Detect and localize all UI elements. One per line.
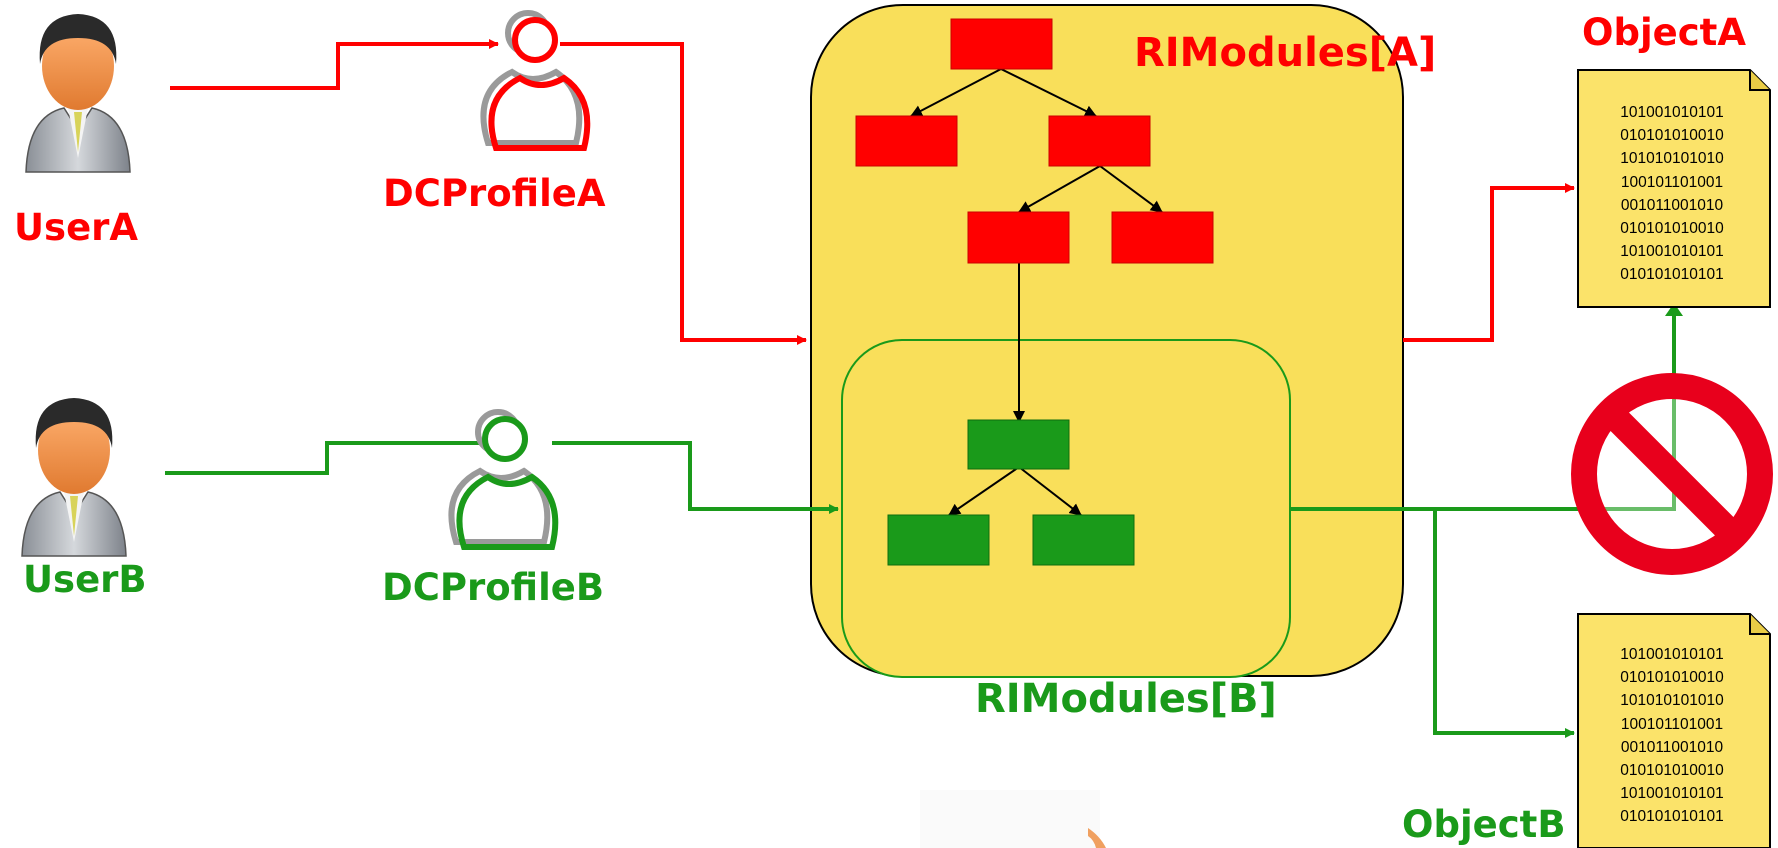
binary-line: 010101010010 xyxy=(1620,220,1724,238)
object-a-label: ObjectA xyxy=(1582,11,1746,54)
user-icon xyxy=(25,14,131,173)
red-node-left xyxy=(855,115,958,167)
green-node-root xyxy=(967,419,1070,470)
dcprofile-a-label: DCProfileA xyxy=(383,172,606,215)
binary-line: 010101010010 xyxy=(1620,762,1724,780)
object-a-binary: 101001010101 010101010010 101010101010 1… xyxy=(1586,101,1758,287)
rimodules-b-label: RIModules[B] xyxy=(975,676,1277,722)
binary-line: 010101010010 xyxy=(1620,127,1724,145)
user-b-label: UserB xyxy=(23,558,147,601)
object-b-label: ObjectB xyxy=(1402,803,1566,846)
deny-icon xyxy=(1571,373,1773,575)
user-icon xyxy=(21,398,127,557)
red-flow xyxy=(170,39,1575,345)
binary-line: 100101101001 xyxy=(1620,173,1724,191)
binary-line: 101001010101 xyxy=(1620,785,1724,803)
binary-line: 101001010101 xyxy=(1620,243,1724,261)
partial-decoration xyxy=(920,790,1106,848)
green-node-left xyxy=(887,514,990,566)
red-tree-edges xyxy=(910,68,1163,516)
binary-line: 010101010101 xyxy=(1620,808,1724,826)
red-node-root xyxy=(950,18,1053,70)
profile-icon xyxy=(448,409,559,550)
user-a-label: UserA xyxy=(14,206,139,249)
red-node-right xyxy=(1048,115,1151,167)
binary-line: 101001010101 xyxy=(1620,646,1724,663)
red-node-right-right xyxy=(1111,211,1214,264)
dcprofile-b-label: DCProfileB xyxy=(382,566,605,609)
profile-icon xyxy=(480,10,591,151)
binary-line: 101001010101 xyxy=(1620,104,1724,121)
green-node-right xyxy=(1032,514,1135,566)
document-icon xyxy=(1577,69,1771,308)
object-b-binary: 101001010101 010101010010 101010101010 1… xyxy=(1586,643,1758,829)
document-icon xyxy=(1577,613,1771,848)
rimodules-b-container xyxy=(841,339,1291,678)
binary-line: 010101010010 xyxy=(1620,669,1724,687)
binary-line: 010101010101 xyxy=(1620,266,1724,284)
binary-line: 001011001010 xyxy=(1620,738,1724,756)
binary-line: 101010101010 xyxy=(1620,692,1724,710)
rimodules-a-label: RIModules[A] xyxy=(1134,30,1437,76)
binary-line: 001011001010 xyxy=(1620,196,1724,214)
binary-line: 101010101010 xyxy=(1620,150,1724,168)
red-node-right-left xyxy=(967,211,1070,264)
binary-line: 100101101001 xyxy=(1620,715,1724,733)
